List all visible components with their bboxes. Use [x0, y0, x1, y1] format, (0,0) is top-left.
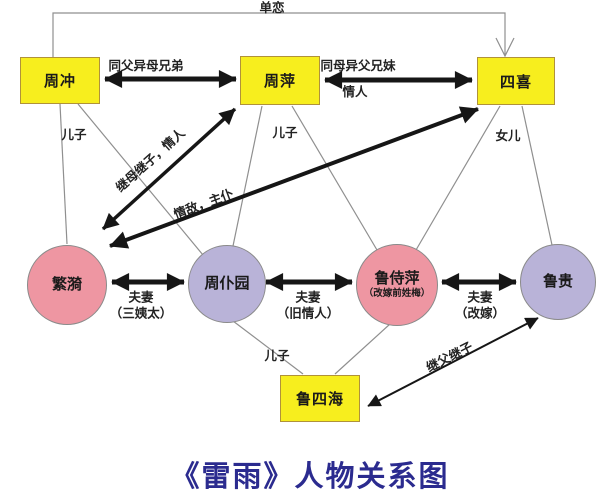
- node-zhouchong-label: 周冲: [43, 73, 76, 90]
- node-zhoupuyuan-label: 周仆园: [204, 274, 250, 292]
- label-couple3-main: 夫妻: [467, 290, 493, 305]
- edge-zhouping-zhoupuyuan: [232, 105, 263, 247]
- arrow-fanyi-zhouping: [101, 107, 237, 231]
- node-lushiping-label: 鲁侍萍: [374, 269, 420, 287]
- label-son-zhouping: 儿子: [272, 126, 298, 141]
- node-lugui-label: 鲁贵: [542, 272, 573, 290]
- edge-zhoupuyuan-lusihai: [232, 320, 304, 375]
- label-couple1-main: 夫妻: [128, 290, 154, 305]
- label-couple-lushiping-lugui: 夫妻 （改嫁）: [455, 290, 505, 321]
- label-couple2-note: （旧情人）: [276, 306, 340, 320]
- label-couple2-main: 夫妻: [295, 290, 321, 305]
- arrow-fanyi-sixi: [109, 106, 479, 249]
- label-half-brothers: 同父异母兄弟: [108, 59, 184, 74]
- edge-sixi-lugui: [521, 105, 553, 246]
- label-half-siblings: 同母异父兄妹: [320, 59, 396, 74]
- label-unrequited-love: 单恋: [259, 1, 285, 16]
- unrequited-love-arrowhead-icon: [495, 37, 515, 58]
- node-lusihai-label: 鲁四海: [295, 391, 344, 408]
- edge-zhouchong-fanyi: [59, 103, 68, 245]
- node-sixi: 四喜: [477, 57, 555, 105]
- node-zhoupuyuan: 周仆园: [188, 245, 266, 323]
- label-couple-zhoupuyuan-lushiping: 夫妻 （旧情人）: [277, 290, 340, 321]
- node-lugui: 鲁贵: [520, 244, 596, 320]
- edge-lushiping-lusihai: [334, 323, 391, 375]
- node-lushiping-sublabel: （改嫁前姓梅）: [363, 288, 431, 300]
- node-lushiping: 鲁侍萍 （改嫁前姓梅）: [356, 244, 438, 326]
- label-son-zhouchong: 儿子: [61, 128, 87, 143]
- label-son-lusihai: 儿子: [264, 349, 290, 364]
- node-sixi-label: 四喜: [499, 73, 532, 91]
- label-lovers: 情人: [342, 85, 368, 100]
- node-fanyi: 繁漪: [27, 245, 107, 325]
- node-lusihai: 鲁四海: [280, 375, 360, 422]
- node-fanyi-label: 繁漪: [51, 275, 82, 293]
- page-title: 《雷雨》人物关系图: [170, 461, 450, 493]
- node-zhouping-label: 周萍: [263, 73, 296, 90]
- label-daughter: 女儿: [495, 129, 521, 144]
- label-couple-fanyi-zhoupuyuan: 夫妻 （三姨太）: [110, 290, 173, 321]
- node-zhouchong: 周冲: [20, 57, 100, 104]
- label-couple1-note: （三姨太）: [109, 306, 173, 320]
- edge-zhouping-lushiping: [291, 105, 378, 251]
- edge-unrequited-love-line: [52, 12, 506, 57]
- arrow-lusihai-lugui: [367, 317, 539, 407]
- node-zhouping: 周萍: [240, 56, 320, 105]
- label-couple3-note: （改嫁）: [454, 306, 506, 320]
